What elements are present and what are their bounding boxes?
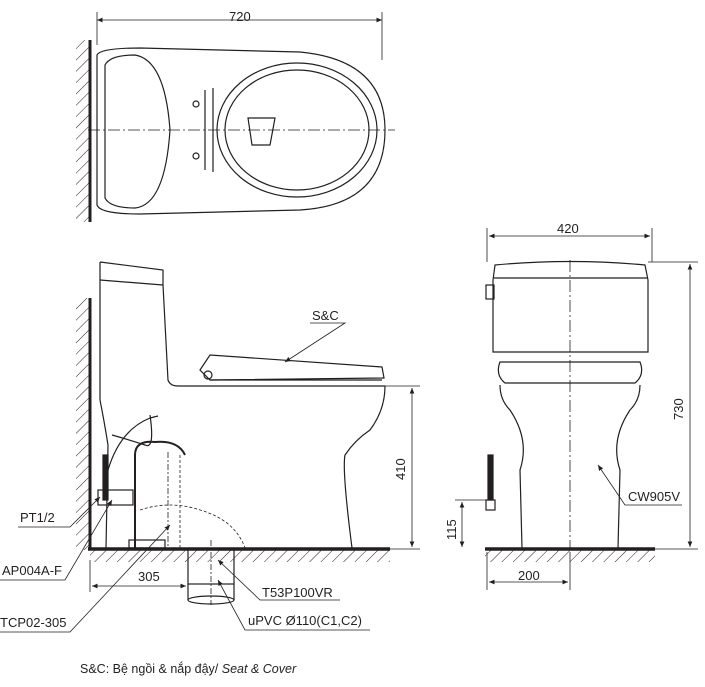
footnote-text: S&C: Bệ ngồi & nắp đậy/ bbox=[80, 662, 222, 676]
dim-supply-height: 115 bbox=[444, 519, 459, 540]
front-view bbox=[455, 228, 698, 590]
footnote: S&C: Bệ ngồi & nắp đậy/ Seat & Cover bbox=[80, 662, 296, 676]
top-view bbox=[76, 12, 395, 222]
callout-adapter: T53P100VR bbox=[262, 585, 333, 600]
callout-stop-valve: AP004A-F bbox=[2, 563, 62, 578]
dim-seat-height: 410 bbox=[393, 458, 408, 480]
dim-supply-offset: 200 bbox=[518, 568, 540, 583]
side-view bbox=[0, 261, 420, 633]
dim-rough-in: 305 bbox=[138, 569, 160, 584]
callout-flange: TCP02-305 bbox=[0, 615, 67, 630]
footnote-italic: Seat & Cover bbox=[221, 662, 297, 676]
callout-bowl-model: CW905V bbox=[628, 489, 681, 504]
dim-top-width: 720 bbox=[229, 9, 251, 24]
callout-seat-cover: S&C bbox=[312, 308, 339, 323]
dim-front-height: 730 bbox=[671, 398, 686, 420]
callout-drain-pipe: uPVC Ø110(C1,C2) bbox=[248, 613, 362, 628]
callout-supply: PT1/2 bbox=[20, 510, 55, 525]
dim-front-width: 420 bbox=[557, 221, 579, 236]
